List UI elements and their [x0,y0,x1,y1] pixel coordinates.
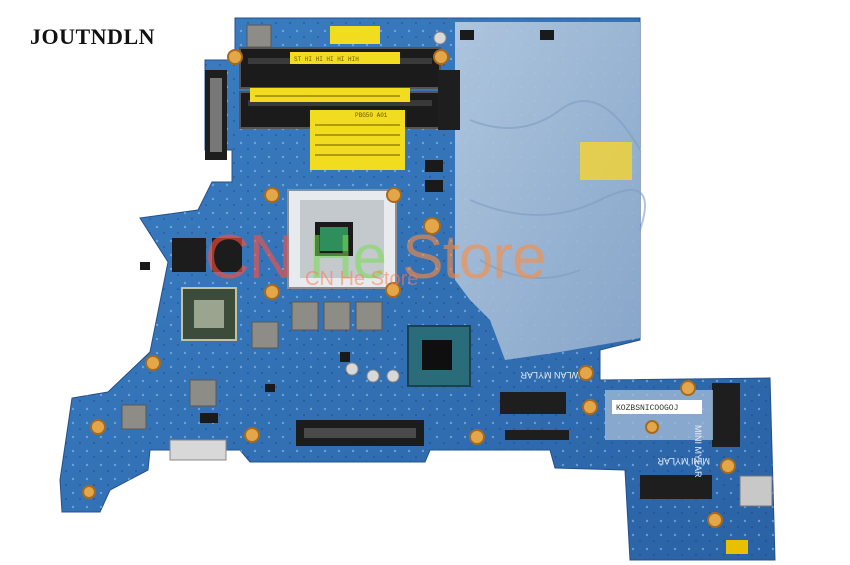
brand-logo-text: JOUTNDLN [30,24,156,49]
watermark-part-1: CN [205,223,309,292]
serial-text: KOZBSNICOOGOJ [616,404,678,413]
side-connector-right [712,383,740,447]
wlan-mylar-label: WLAN MYLAR [520,370,580,380]
watermark-main: CN He Store [205,222,546,293]
jack-connector [726,540,748,554]
mylar-sheet [455,22,640,360]
sticker-top-text: ST HI HI HI HI HIH [294,56,359,63]
wlan-slot [500,392,566,414]
watermark-part-3: Store [386,223,546,292]
usb-port [739,475,773,507]
mini-mylar-label: MINI MYLAR [657,456,710,466]
power-connector [169,439,227,461]
yellow-sticker-small [330,26,380,44]
sticker-mid-text: PBG50 A01 [355,112,388,119]
yellow-sticker-top [290,52,400,64]
watermark-part-2: He [308,223,387,292]
yellow-tape [580,142,632,180]
watermark-small: CN He Store [305,268,419,290]
yellow-sticker-long [250,88,410,102]
yellow-sticker-mid [310,110,405,170]
mini-mylar-label-rotated: MINI MYLAR [693,425,703,478]
mini-card-slot [640,475,712,499]
connector-right-top [438,70,460,130]
gpu-chip [181,287,237,341]
serial-sticker [612,400,702,414]
